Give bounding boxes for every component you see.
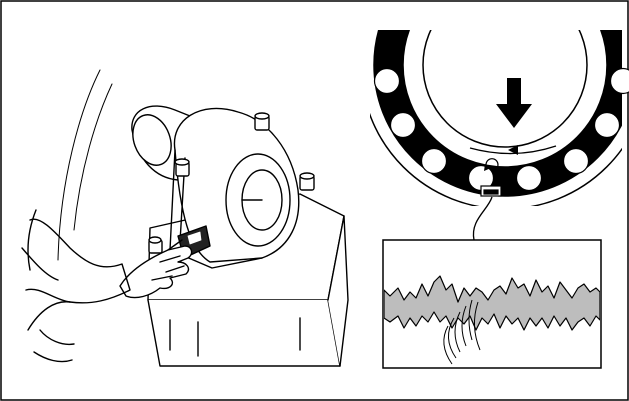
ball [564,149,589,174]
ball [517,166,542,191]
vibration-signal-panel [383,240,601,368]
ball [375,69,400,94]
ball [391,113,416,138]
ball [422,149,447,174]
ball [595,113,620,138]
ball [611,69,629,94]
